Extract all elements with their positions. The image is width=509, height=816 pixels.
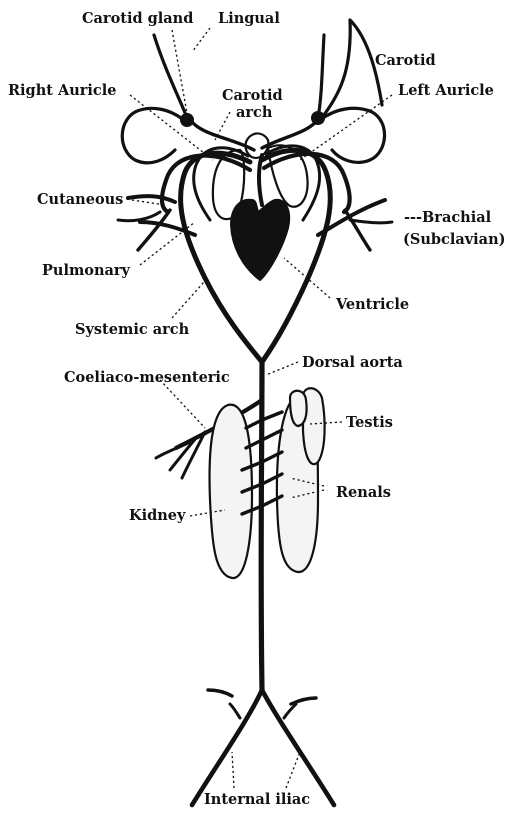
label-systemic-arch: Systemic arch <box>75 321 190 338</box>
leader-internal-iliac-2 <box>286 752 300 788</box>
right-lingual-artery <box>154 35 188 120</box>
label-internal-iliac: Internal iliac <box>204 791 310 808</box>
left-carotid-loop <box>320 108 385 162</box>
leader-lingual <box>192 28 210 52</box>
label-cutaneous: Cutaneous <box>37 191 123 208</box>
right-cutaneous-branch <box>118 212 160 221</box>
left-carotid-arch <box>262 120 318 148</box>
label-renals: Renals <box>336 484 391 501</box>
iliac-arteries <box>192 690 334 805</box>
ventricle <box>231 200 289 280</box>
left-iliac-branch-1 <box>291 698 316 704</box>
leader-ventricle <box>284 258 330 298</box>
labels: Carotid gland Lingual Carotid Right Auri… <box>8 10 505 808</box>
label-carotid-gland: Carotid gland <box>82 10 193 27</box>
label-coeliaco-mesenteric: Coeliaco-mesenteric <box>64 369 230 386</box>
label-subclavian: (Subclavian) <box>403 231 505 248</box>
label-dorsal-aorta: Dorsal aorta <box>302 354 403 371</box>
left-carotid-artery <box>320 20 382 120</box>
label-right-auricle: Right Auricle <box>8 82 117 99</box>
leader-coeliaco-mesenteric <box>160 380 205 428</box>
label-testis: Testis <box>346 414 393 431</box>
label-kidney: Kidney <box>129 507 186 524</box>
right-iliac-branch-1 <box>208 690 232 696</box>
right-common-iliac <box>192 690 262 805</box>
leader-left-auricle <box>300 95 392 160</box>
leader-carotid-arch <box>215 112 230 140</box>
dorsal-aorta <box>261 362 262 690</box>
left-brachial-branch <box>350 220 392 223</box>
left-iliac-branch-2 <box>284 704 296 718</box>
label-carotid: Carotid <box>375 52 436 69</box>
label-pulmonary: Pulmonary <box>42 262 131 279</box>
label-carotid-arch-2: arch <box>236 104 273 121</box>
left-cutaneous-artery <box>345 210 370 250</box>
leader-dorsal-aorta <box>266 362 298 375</box>
left-lingual-artery <box>318 35 324 118</box>
leader-systemic-arch <box>172 282 204 318</box>
label-ventricle: Ventricle <box>335 296 409 313</box>
right-carotid-loop <box>122 108 186 162</box>
label-brachial: ---Brachial <box>404 209 492 226</box>
left-common-iliac <box>262 690 334 805</box>
right-cutaneous-artery <box>128 196 175 202</box>
label-left-auricle: Left Auricle <box>398 82 494 99</box>
testis-outline-2 <box>290 391 307 426</box>
right-carotid-gland <box>180 113 194 127</box>
left-carotid-gland <box>311 111 325 125</box>
leader-internal-iliac-1 <box>232 752 234 788</box>
label-carotid-arch-1: Carotid <box>222 87 283 104</box>
ventricle-stem <box>259 155 262 205</box>
right-iliac-branch-2 <box>230 704 240 718</box>
label-lingual: Lingual <box>218 10 280 27</box>
